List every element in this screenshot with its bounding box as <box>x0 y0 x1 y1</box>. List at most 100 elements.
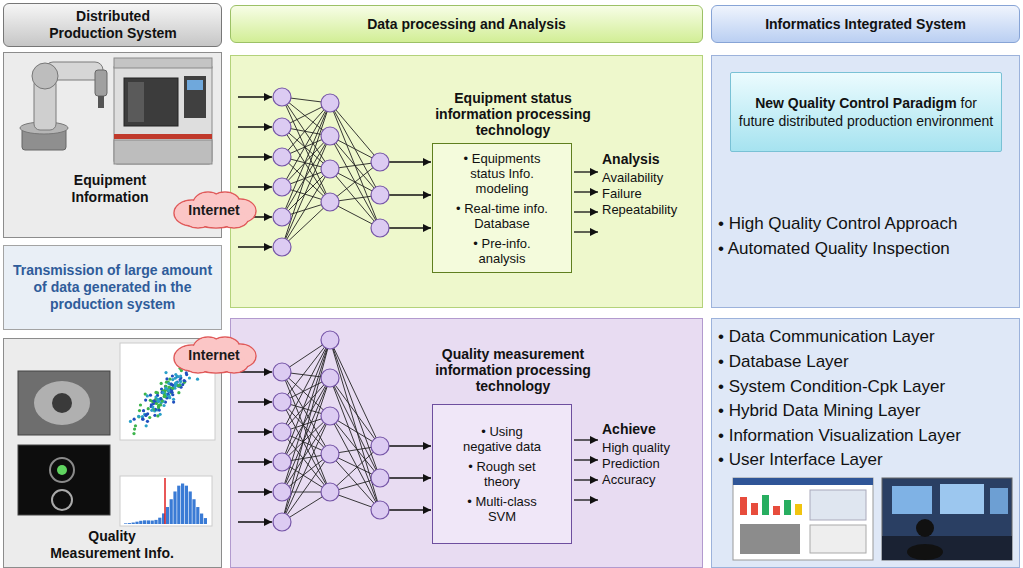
network-link <box>330 136 380 162</box>
scatter-dot <box>177 391 180 394</box>
input-arrow <box>389 509 431 510</box>
scatter-dot <box>181 383 184 386</box>
network-link <box>282 402 330 454</box>
input-arrow <box>389 227 431 228</box>
node-text: Quality measurement information processi… <box>428 346 598 394</box>
scatter-dot <box>156 394 159 397</box>
photo-monitor <box>940 484 984 514</box>
scatter-dot <box>152 402 155 405</box>
scatter-dot <box>166 388 169 391</box>
histogram-bar <box>139 521 142 524</box>
input-arrow <box>238 156 272 157</box>
neuron-circle <box>273 88 291 106</box>
screenshot <box>733 478 873 560</box>
scatter-dot <box>159 413 162 416</box>
network-link <box>282 169 330 247</box>
scatter-dot <box>161 389 164 392</box>
node-text: Achieve <box>602 421 700 438</box>
scatter-dot <box>179 367 182 370</box>
input-arrow <box>389 445 431 446</box>
output-arrow <box>574 459 598 460</box>
neuron-circle <box>321 407 339 425</box>
screenshot <box>810 490 866 520</box>
network-link <box>282 378 330 522</box>
node-text: Equipment status information processing … <box>428 90 598 138</box>
network-link <box>282 103 330 127</box>
neuron-circle <box>273 483 291 501</box>
network-link <box>330 340 380 478</box>
output-arrow <box>574 231 598 232</box>
input-arrow <box>238 461 272 462</box>
scatter-dot <box>165 381 168 384</box>
node-text: Internet <box>170 347 258 364</box>
neuron-circle <box>371 219 389 237</box>
output-arrow <box>574 499 598 500</box>
scatter-dot <box>169 387 172 390</box>
scatter-dot <box>185 371 188 374</box>
network-link <box>330 162 380 169</box>
scatter-dot <box>174 384 177 387</box>
histogram-bar <box>154 520 157 524</box>
histogram-bar <box>158 518 161 524</box>
scatter-dot <box>162 400 165 403</box>
network-link <box>282 127 330 136</box>
input-arrow <box>389 161 431 162</box>
scatter-dot <box>167 381 170 384</box>
histogram-bar <box>151 521 154 524</box>
scatter-dot <box>132 432 135 435</box>
scatter-dot <box>171 383 174 386</box>
scatter-dot <box>164 400 167 403</box>
scatter-dot <box>171 374 174 377</box>
input-arrow <box>238 126 272 127</box>
network-link <box>282 103 330 217</box>
network-link <box>330 103 380 228</box>
node-text: • Hybrid Data Mining Layer <box>718 401 920 421</box>
scatter-dot <box>165 377 168 380</box>
input-arrow <box>238 491 272 492</box>
neuron-circle <box>321 160 339 178</box>
scatter-dot <box>167 387 170 390</box>
cnc-panel <box>184 76 206 118</box>
node-text: Prediction <box>602 456 700 471</box>
scatter-dot <box>191 366 194 369</box>
scatter-dot <box>171 378 174 381</box>
scatter-dot <box>156 398 159 401</box>
scatter-dot <box>165 396 168 399</box>
histogram-bar <box>162 513 165 524</box>
network-link <box>282 432 330 492</box>
scatter-dot <box>164 395 167 398</box>
input-arrow <box>238 186 272 187</box>
network-link <box>282 340 330 402</box>
scatter-dot <box>139 403 142 406</box>
network-link <box>330 446 380 454</box>
node-text: Internet <box>170 202 258 219</box>
cnc-window <box>124 78 178 126</box>
screenshot <box>733 478 873 485</box>
network-link <box>282 187 330 202</box>
neuron-circle <box>273 208 291 226</box>
scatter-dot <box>144 399 147 402</box>
scatter-dot <box>164 387 167 390</box>
network-link <box>282 372 330 378</box>
scatter-dot <box>149 394 152 397</box>
network-link <box>282 454 330 522</box>
scatter-dot <box>188 369 191 372</box>
scatter-dot <box>168 387 171 390</box>
node-text: Repeatability <box>602 202 700 217</box>
histogram-bar <box>147 520 150 524</box>
scatter-dot <box>144 393 147 396</box>
scatter-dot <box>170 383 173 386</box>
node-text: • Data Communication Layer <box>718 327 935 347</box>
robot-base <box>22 128 66 150</box>
scatter-dot <box>163 394 166 397</box>
system-panel: New Quality Control Paradigmfor future d… <box>711 55 1020 308</box>
input-arrow <box>238 431 272 432</box>
scatter-dot <box>183 379 186 382</box>
network-link <box>282 202 330 217</box>
network-link <box>282 402 330 492</box>
scatter-dot <box>176 375 179 378</box>
scatter-dot <box>174 373 177 376</box>
photo <box>882 478 1012 560</box>
network-link <box>282 157 330 202</box>
screenshot-bar <box>773 506 780 515</box>
